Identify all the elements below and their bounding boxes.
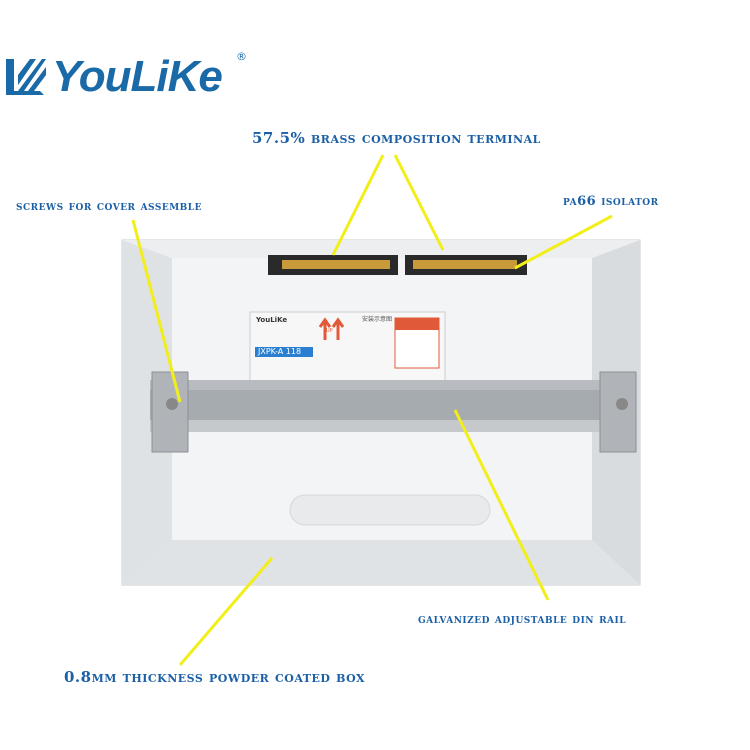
din-rail (150, 390, 618, 420)
brand-logo: YouLiKe (4, 52, 223, 102)
sticker-model: JXPK-A 118 (258, 347, 302, 356)
sticker-brand: YouLiKe (256, 316, 288, 324)
box-top-wall (122, 240, 640, 258)
sticker-up: UP (326, 328, 333, 334)
callout-terminal: 57.5% BRASS COMPOSITION TERMINAL (252, 129, 541, 147)
callout-isolator: PA66 ISOLATOR (563, 194, 659, 209)
knockout-slot (289, 494, 491, 526)
callout-screws: SCREWS FOR COVER ASSEMBLE (16, 199, 202, 214)
box-bottom-wall (122, 540, 640, 585)
screw-right-icon (616, 398, 628, 410)
din-rail-top (150, 380, 618, 390)
callout-box: 0.8MM THICKNESS POWDER COATED BOX (64, 668, 366, 686)
logo-mark-icon (6, 59, 46, 95)
registered-mark: ® (236, 50, 247, 63)
screw-left-icon (166, 398, 178, 410)
pointer-lines (131, 154, 613, 666)
bracket-left (151, 371, 189, 453)
sticker-title: 安装示意图 (362, 316, 393, 323)
brand-name: YouLiKe (52, 52, 223, 101)
bracket-right (599, 371, 637, 453)
callout-din-rail: GALVANIZED ADJUSTABLE DIN RAIL (418, 612, 627, 627)
